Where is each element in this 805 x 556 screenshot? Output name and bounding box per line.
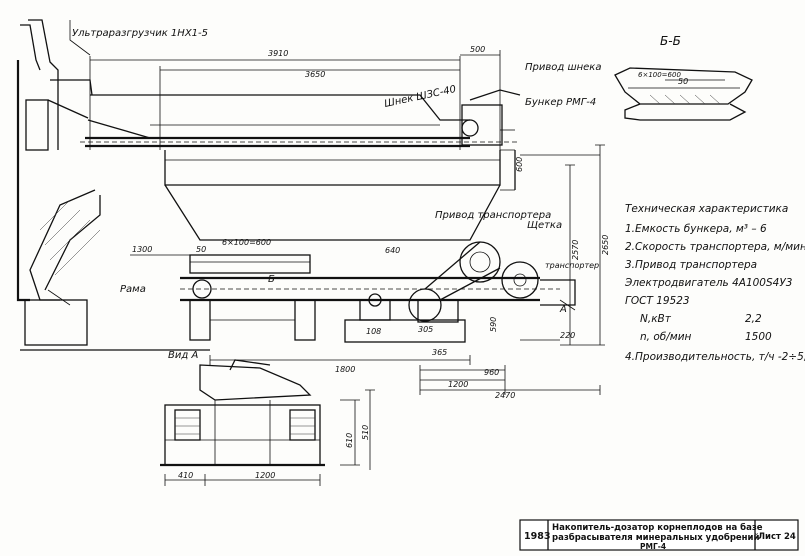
unloader-label: Ультраразгрузчик 1НХ1-5 — [72, 28, 208, 39]
brush-label: Щетка — [527, 220, 562, 231]
spec-item-3c-value: 2,2 — [745, 313, 762, 325]
view-a-drawing — [160, 359, 375, 486]
title-line-2: разбрасывателя минеральных удобрений — [552, 532, 760, 543]
section-b-b-drawing — [614, 67, 753, 121]
dim-3910: 3910 — [268, 49, 288, 58]
letter-a: А — [559, 304, 567, 315]
dim-640: 640 — [385, 246, 400, 255]
technical-specifications: Техническая характеристика 1.Емкость бун… — [624, 203, 805, 363]
title-line-3: РМГ-4 — [640, 542, 666, 551]
sheet-number: Лист 24 — [758, 532, 796, 542]
dim-6x100: 6×100=600 — [222, 238, 271, 247]
dim-1800: 1800 — [335, 365, 355, 374]
dim-1200-view: 1200 — [255, 471, 275, 480]
section-b-label: Б-Б — [660, 34, 681, 48]
spec-item-3a: Электродвигатель 4А100S4У3 — [624, 277, 792, 289]
title-line-1: Накопитель-дозатор корнеплодов на базе — [552, 522, 763, 533]
bunker-label: Бункер РМГ-4 — [525, 97, 596, 108]
spec-item-3d-value: 1500 — [745, 331, 772, 343]
frame-label: Рама — [120, 284, 146, 295]
conveyor-label: транспортер — [545, 261, 599, 270]
dim-590: 590 — [489, 317, 498, 332]
dim-2650: 2650 — [601, 235, 610, 255]
dim-305: 305 — [418, 325, 433, 334]
conveyor-drive-label: Привод транспортера — [435, 210, 551, 221]
dim-960: 960 — [484, 368, 499, 377]
dim-3650: 3650 — [305, 70, 325, 79]
dim-610: 610 — [345, 433, 354, 448]
dim-50-section: 50 — [678, 77, 688, 86]
view-a-label: Вид А — [168, 350, 198, 361]
spec-item-3b: ГОСТ 19523 — [625, 295, 690, 307]
dim-1300: 1300 — [132, 245, 152, 254]
dim-510: 510 — [361, 425, 370, 440]
title-year: 1983 — [524, 531, 550, 542]
dim-1200-conveyor: 1200 — [448, 380, 468, 389]
dim-2470: 2470 — [495, 391, 515, 400]
letter-b: Б — [268, 274, 275, 285]
spec-heading: Техническая характеристика — [625, 203, 788, 215]
dim-50: 50 — [196, 245, 206, 254]
dim-2570: 2570 — [571, 240, 580, 260]
screw-drive-label: Привод шнека — [525, 62, 601, 73]
dim-500: 500 — [470, 45, 485, 54]
spec-item-3d-label: n, об/мин — [640, 331, 692, 343]
dim-6x100-section: 6×100=600 — [638, 71, 681, 79]
auger-bunker-assembly — [80, 50, 521, 241]
spec-item-3: 3.Привод транспортера — [625, 259, 757, 271]
dim-220: 220 — [560, 331, 575, 340]
spec-item-4: 4.Производительность, т/ч -2÷5,5 — [625, 351, 805, 363]
spec-item-2: 2.Скорость транспортера, м/мин-2 — [625, 241, 805, 253]
dim-365: 365 — [432, 348, 447, 357]
frame-conveyor-assembly — [130, 144, 605, 395]
spec-item-1: 1.Емкость бункера, м³ – 6 — [625, 223, 767, 235]
spec-item-3c-label: N,кВт — [640, 313, 672, 325]
auger-label: Шнек ШЗС-40 — [383, 84, 457, 110]
dim-410: 410 — [178, 471, 193, 480]
unloader-structure — [16, 19, 210, 351]
title-block: 1983 Накопитель-дозатор корнеплодов на б… — [519, 519, 799, 551]
dim-108: 108 — [366, 327, 381, 336]
dim-600: 600 — [515, 157, 524, 172]
